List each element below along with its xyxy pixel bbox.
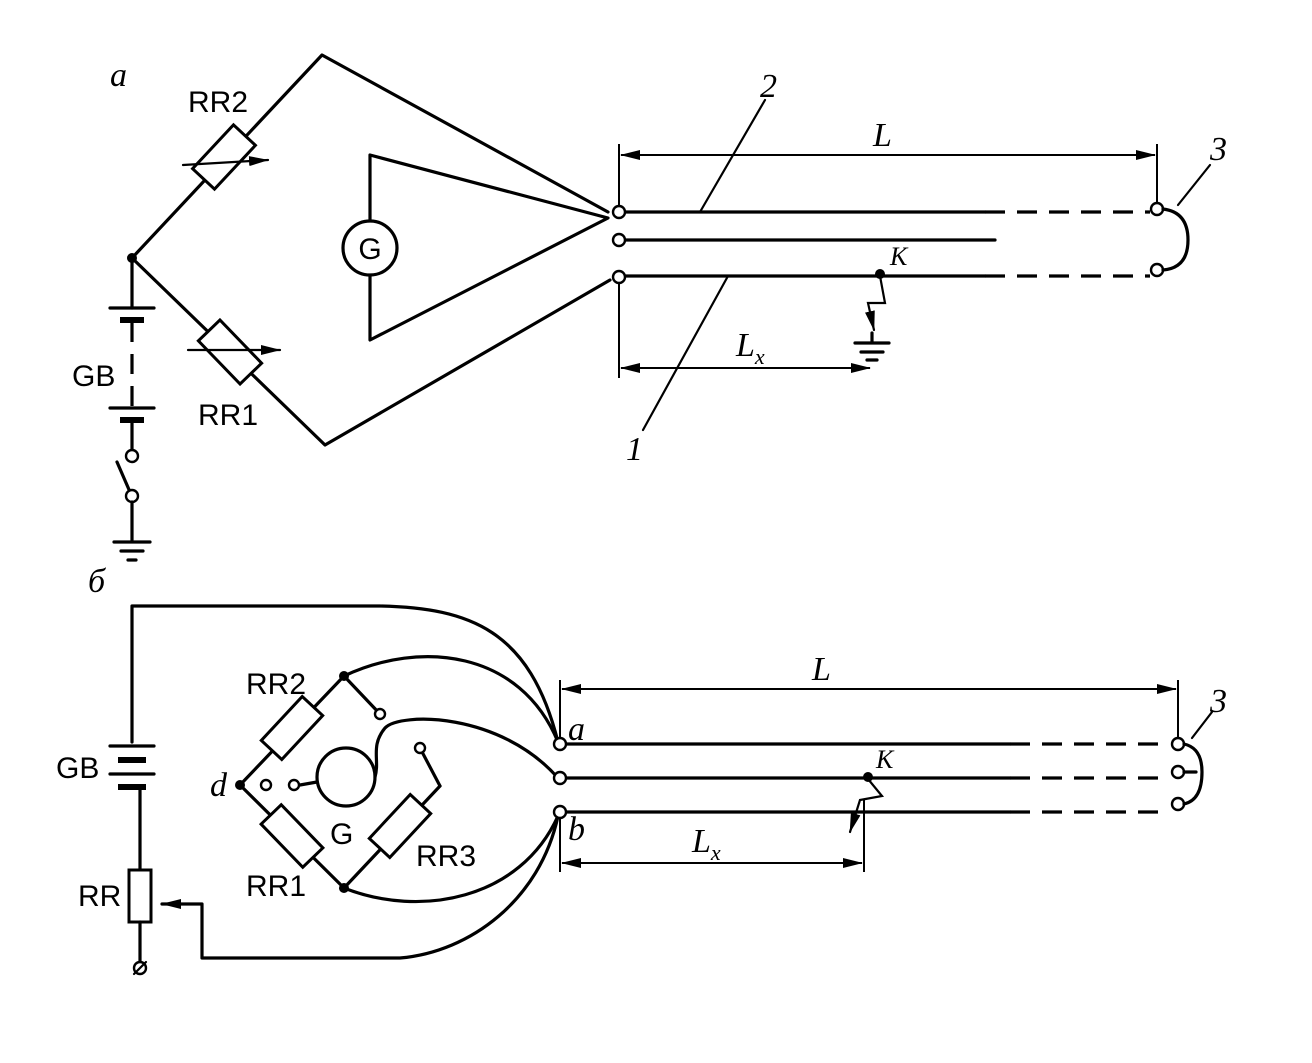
panel-a-label: а xyxy=(110,57,127,94)
resistor-b-rr1 xyxy=(258,802,326,870)
rheostat-rr xyxy=(127,868,153,924)
rheostat-terminal-mark xyxy=(132,960,148,976)
galvanometer-b-lead xyxy=(298,780,319,787)
bridge-b-top-to-a xyxy=(342,655,560,744)
terminal-b-middle xyxy=(552,770,568,786)
rheostat-label: RR xyxy=(78,880,121,913)
bridge-b-terminal-g xyxy=(287,778,301,792)
fault-b-label: K xyxy=(875,745,895,774)
rheostat-wiper-lead xyxy=(160,814,560,960)
bridge-b-node-d xyxy=(235,780,245,790)
fault-label: K xyxy=(889,242,909,271)
far-end-b-terminal-top xyxy=(1170,736,1186,752)
bridge-b-rr3-stub xyxy=(418,746,442,788)
galvanometer-b-circle xyxy=(315,746,377,808)
dim-lx-label: Lx xyxy=(735,327,765,369)
callout-b-3-leader xyxy=(1190,710,1214,740)
resistor-rr2-label: RR2 xyxy=(188,86,248,119)
switch-contact-bottom xyxy=(124,488,140,504)
galvanometer-label: G xyxy=(358,233,381,266)
resistor-b-rr2-label: RR2 xyxy=(246,668,306,701)
resistor-rr1 xyxy=(186,317,282,387)
battery-lead-to-a xyxy=(130,604,560,744)
galvanometer-b-label: G xyxy=(330,818,353,851)
bridge-wire-top xyxy=(130,53,610,260)
dim-l-label: L xyxy=(872,117,892,154)
callout-3-leader xyxy=(1176,163,1212,207)
bridge-b-top-stub xyxy=(342,674,382,716)
resistor-rr2 xyxy=(181,122,270,192)
terminal-middle xyxy=(611,232,627,248)
far-end-b-terminal-bottom xyxy=(1170,796,1186,812)
bridge-wire-bottom xyxy=(130,256,612,447)
resistor-rr1-label: RR1 xyxy=(198,399,258,432)
bridge-b-terminal-rr3 xyxy=(413,741,427,755)
resistor-b-rr1-label: RR1 xyxy=(246,870,306,903)
fault-arc xyxy=(864,274,887,332)
callout-1-leader xyxy=(641,274,730,432)
battery-b-label: GB xyxy=(56,752,99,785)
panel-a: а RR2 RR1 G GB xyxy=(72,53,1227,562)
callout-3: 3 xyxy=(1209,131,1227,168)
callout-2: 2 xyxy=(760,68,777,105)
panel-b: б GB RR d RR2 RR1 xyxy=(56,563,1227,976)
battery-label: GB xyxy=(72,360,115,393)
terminal-1 xyxy=(611,269,627,285)
callout-1: 1 xyxy=(626,431,643,468)
node-b-label: b xyxy=(568,811,585,848)
resistor-b-rr2 xyxy=(259,694,325,762)
bridge-b-terminal-d xyxy=(259,778,273,792)
terminal-2 xyxy=(611,204,627,220)
bridge-b-bottom-to-b xyxy=(342,814,560,904)
fault-b-arc xyxy=(848,777,885,834)
far-end-b-jumper xyxy=(1182,742,1204,806)
galvanometer-circle xyxy=(341,219,399,277)
callout-2-leader xyxy=(698,98,767,214)
galvanometer-b-lead-to-middle xyxy=(373,717,560,780)
switch-contact-top xyxy=(124,448,140,464)
resistor-b-rr3 xyxy=(367,792,433,860)
panel-b-label: б xyxy=(88,563,107,600)
bridge-b-terminal-top xyxy=(373,707,387,721)
fault-b-point xyxy=(863,772,873,782)
switch-blade xyxy=(115,460,132,494)
far-end-terminal-bottom xyxy=(1149,262,1165,278)
far-end-jumper xyxy=(1161,207,1190,272)
far-end-b-terminal-middle xyxy=(1170,764,1186,780)
dim-b-lx-label: Lx xyxy=(691,823,721,865)
terminal-b-b xyxy=(552,804,568,820)
far-end-terminal-top xyxy=(1149,201,1165,217)
node-d-label: d xyxy=(210,767,228,804)
terminal-b-a xyxy=(552,736,568,752)
galvanometer-wire xyxy=(368,153,610,342)
fault-point xyxy=(875,269,885,279)
callout-b-3: 3 xyxy=(1209,683,1227,720)
node-a-label: a xyxy=(568,711,585,748)
resistor-b-rr3-label: RR3 xyxy=(416,840,476,873)
dim-b-l-label: L xyxy=(811,651,831,688)
